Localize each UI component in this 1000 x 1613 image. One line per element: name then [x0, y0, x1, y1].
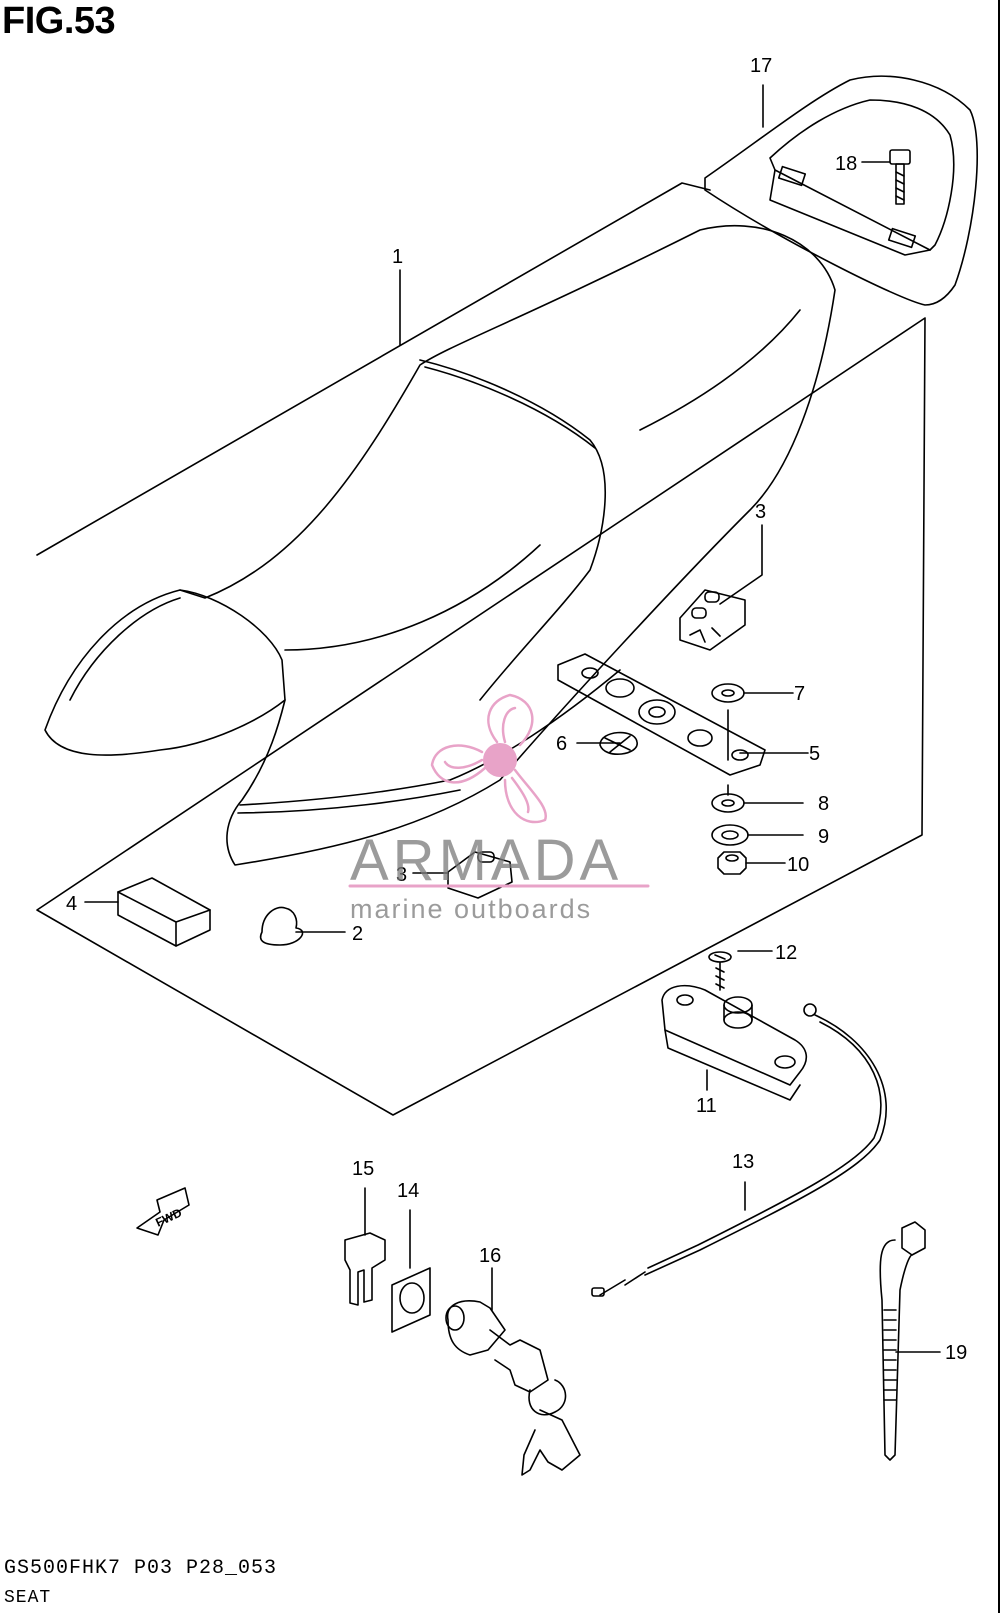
watermark-logo-blade-right [503, 768, 548, 824]
callout-16: 16 [479, 1245, 501, 1267]
clip-part-15[interactable] [344, 1232, 386, 1306]
callout-5: 5 [809, 743, 820, 765]
callout-19: 19 [945, 1342, 967, 1364]
watermark-logo-hub [483, 743, 517, 777]
grommet-part-6[interactable] [599, 731, 638, 755]
cushion-part-3-lower[interactable] [447, 851, 513, 899]
callout-10: 10 [787, 854, 809, 876]
pad-part-4[interactable] [117, 877, 211, 947]
screw-part-12[interactable] [708, 951, 732, 991]
forward-label: FWD [153, 1205, 184, 1229]
callout-17: 17 [750, 55, 772, 77]
lock-plate-part-14[interactable] [391, 1267, 431, 1333]
grab-rail-part-17[interactable] [704, 75, 978, 306]
leader-lines [84, 84, 941, 1353]
drawing-code: GS500FHK7 P03 P28_053 [4, 1557, 278, 1580]
callout-12: 12 [775, 942, 797, 964]
armada-watermark: ARMADA marine outboards [348, 693, 650, 924]
assembly-boundary [36, 182, 926, 1116]
washer-part-7[interactable] [711, 683, 745, 703]
washer-part-8[interactable] [711, 793, 745, 813]
callout-8: 8 [818, 793, 829, 815]
callout-6: 6 [556, 733, 567, 755]
callout-3-lower: 3 [396, 864, 407, 886]
watermark-logo-blade-left [430, 744, 487, 784]
bracket-part-5[interactable] [557, 653, 766, 776]
page-border-right [998, 0, 1000, 1613]
callout-7: 7 [794, 683, 805, 705]
forward-direction-arrow: FWD [136, 1187, 190, 1236]
seat-lock-part-11[interactable] [661, 984, 808, 1101]
nut-part-10[interactable] [717, 851, 747, 875]
callout-4: 4 [66, 893, 77, 915]
callout-13: 13 [732, 1151, 754, 1173]
callout-9: 9 [818, 826, 829, 848]
seat-part-1[interactable] [44, 224, 836, 866]
cable-part-13[interactable] [591, 1003, 888, 1297]
figure-caption: SEAT [4, 1588, 52, 1608]
cable-tie-part-19[interactable] [879, 1221, 926, 1461]
callout-18: 18 [835, 153, 857, 175]
bolt-part-18[interactable] [889, 149, 911, 205]
watermark-tagline: marine outboards [350, 894, 592, 924]
cushion-part-3-upper[interactable] [679, 589, 746, 651]
callout-1: 1 [392, 246, 403, 268]
cushion-part-2[interactable] [259, 906, 304, 946]
callout-2: 2 [352, 923, 363, 945]
callout-14: 14 [397, 1180, 419, 1202]
watermark-logo-blade-top [487, 693, 534, 747]
callout-11: 11 [696, 1095, 717, 1117]
lock-set-part-16[interactable] [445, 1300, 581, 1476]
washer-part-9[interactable] [711, 824, 749, 846]
watermark-brand: ARMADA [350, 828, 622, 893]
callout-3-upper: 3 [755, 501, 766, 523]
figure-title: FIG.53 [2, 0, 116, 42]
callout-15: 15 [352, 1158, 374, 1180]
